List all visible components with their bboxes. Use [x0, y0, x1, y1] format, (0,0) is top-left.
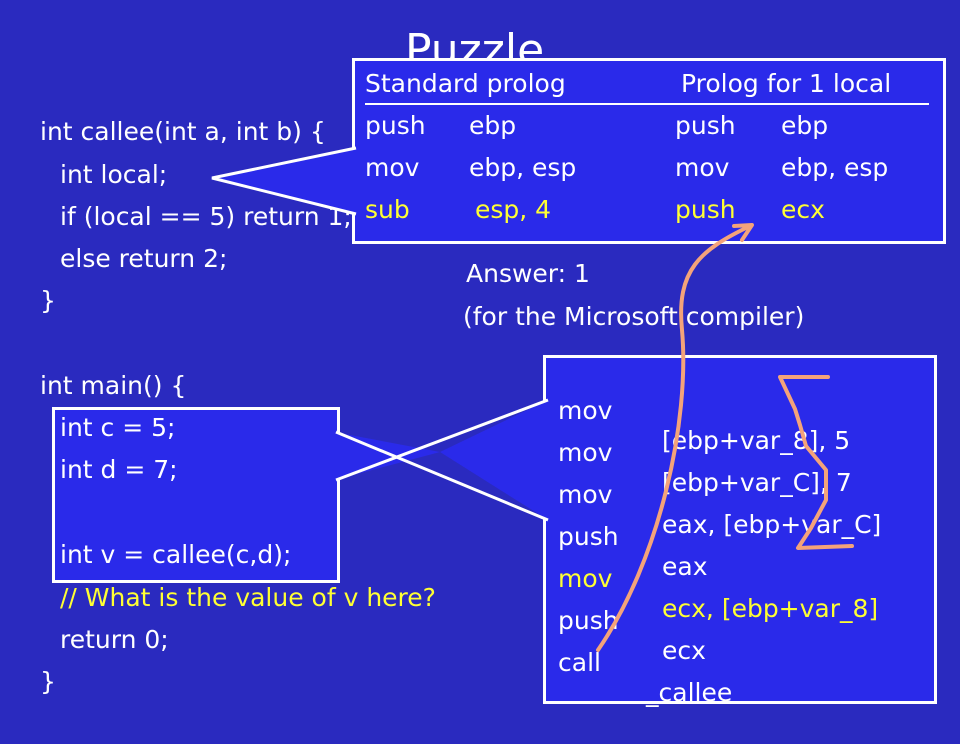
prolog-std-op-highlighted: sub	[365, 195, 410, 224]
asm-operand: [ebp+var_C], 7	[662, 468, 852, 497]
asm-row: mov eax, [ebp+var_C]	[558, 450, 881, 570]
asm-opcode: push	[558, 522, 619, 551]
callout-cross-line-1	[335, 430, 549, 522]
asm-operand: [ebp+var_8], 5	[662, 426, 851, 455]
prolog-header-one-local: Prolog for 1 local	[681, 69, 892, 98]
arrow-head-icon	[732, 223, 754, 242]
code-comment-question: // What is the value of v here?	[60, 583, 436, 612]
asm-operand: eax, [ebp+var_C]	[662, 510, 882, 539]
asm-row-highlighted: mov ecx, [ebp+var_8]	[558, 534, 878, 654]
code-local-declaration: int local;	[60, 160, 168, 189]
asm-opcode: mov	[558, 396, 613, 425]
prolog-header-standard: Standard prolog	[365, 69, 566, 98]
asm-ellipsis: . . .	[558, 688, 587, 709]
code-main-signature: int main() {	[40, 371, 187, 400]
asm-opcode: mov	[558, 438, 613, 467]
asm-opcode: call	[558, 648, 601, 677]
code-callee-signature: int callee(int a, int b) {	[40, 117, 326, 146]
code-int-c: int c = 5;	[60, 413, 176, 442]
code-int-d: int d = 7;	[60, 455, 178, 484]
prolog-local-op: mov	[675, 153, 730, 182]
prolog-local-arg-highlighted: ecx	[781, 195, 825, 224]
callout-cross-line-2	[335, 398, 549, 482]
slide: int callee(int a, int b) { int local; if…	[40, 26, 946, 709]
asm-opcode: mov	[558, 480, 613, 509]
asm-operand: ecx	[662, 636, 706, 665]
prolog-std-op: push	[365, 111, 426, 140]
prolog-std-arg-highlighted: esp, 4	[475, 195, 552, 224]
prolog-local-op: push	[675, 111, 736, 140]
prolog-comparison-box: Standard prolog Prolog for 1 local push …	[352, 58, 946, 244]
prolog-callout-pointer	[211, 146, 357, 216]
assembly-callout-box: mov [ebp+var_8], 5 mov [ebp+var_C], 7 mo…	[543, 355, 937, 709]
main-code-callout-box	[52, 407, 340, 583]
asm-row: mov [ebp+var_8], 5	[558, 366, 850, 486]
asm-operand: eax	[662, 552, 708, 581]
code-if-statement: if (local == 5) return 1;	[60, 202, 352, 231]
asm-operand: _callee	[646, 678, 733, 707]
prolog-std-op: mov	[365, 153, 420, 182]
main-callout-notch	[334, 432, 440, 480]
prolog-header-underline	[365, 103, 929, 105]
code-else-statement: else return 2;	[60, 244, 228, 273]
asm-row: push eax	[558, 492, 708, 612]
prolog-callout-pointer-fill	[212, 148, 360, 214]
answer-note: (for the Microsoft compiler)	[463, 302, 805, 331]
prolog-local-arg: ebp, esp	[781, 153, 889, 182]
annotation-overlay	[211, 146, 854, 652]
answer-text: Answer: 1	[466, 259, 590, 288]
asm-opcode: mov	[558, 564, 613, 593]
prolog-local-arg: ebp	[781, 111, 829, 140]
prolog-std-arg: ebp, esp	[469, 153, 577, 182]
prolog-local-op-highlighted: push	[675, 195, 736, 224]
code-return: return 0;	[60, 625, 169, 654]
var-order-arrow	[778, 375, 854, 550]
asm-row: push ecx	[558, 576, 706, 696]
asm-row-ellipsis: . . .	[558, 654, 592, 744]
code-main-close-brace: }	[40, 667, 56, 696]
code-call-callee: int v = callee(c,d);	[60, 540, 292, 569]
code-callee-close-brace: }	[40, 286, 56, 315]
asm-row: call _callee	[558, 618, 732, 738]
prolog-std-arg: ebp	[469, 111, 517, 140]
asm-callout-notch	[440, 400, 548, 520]
asm-operand: ecx, [ebp+var_8]	[662, 594, 879, 623]
asm-row: mov [ebp+var_C], 7	[558, 408, 852, 528]
push-ecx-arrow	[596, 224, 752, 652]
